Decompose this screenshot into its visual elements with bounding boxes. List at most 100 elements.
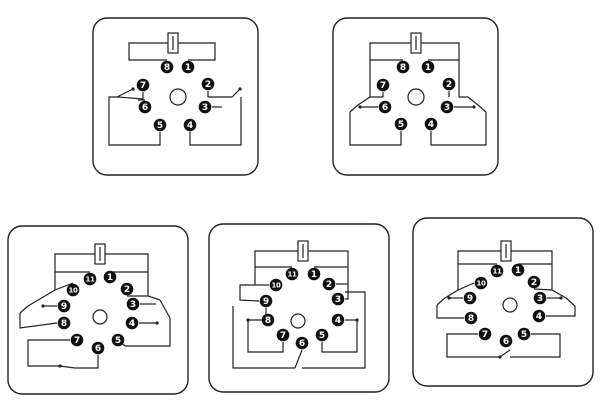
wire bbox=[436, 305, 464, 319]
pin-7-terminal bbox=[376, 78, 390, 92]
wire bbox=[457, 282, 475, 291]
pin-6-terminal bbox=[91, 341, 105, 355]
pin-1-terminal bbox=[307, 267, 321, 281]
pin-4-terminal bbox=[424, 117, 438, 131]
pin-10-label: 10 bbox=[69, 287, 78, 295]
terminal-dot bbox=[238, 87, 242, 91]
wire bbox=[54, 253, 95, 273]
wire bbox=[308, 250, 349, 268]
pin-2-label: 2 bbox=[446, 80, 452, 90]
wire bbox=[345, 267, 349, 300]
pin-2-label: 2 bbox=[205, 80, 211, 90]
pin-3-terminal bbox=[126, 297, 140, 311]
pin-7-label: 7 bbox=[380, 81, 386, 91]
wire bbox=[546, 306, 576, 317]
terminal-dot bbox=[41, 304, 45, 308]
pin-5-label: 5 bbox=[398, 120, 404, 130]
pin-5-terminal bbox=[111, 333, 125, 347]
pin-9-terminal bbox=[463, 291, 477, 305]
pin-11-terminal bbox=[490, 264, 504, 278]
pin-8-terminal bbox=[160, 60, 174, 74]
pin-2-terminal bbox=[201, 77, 215, 91]
pin-3-label: 3 bbox=[130, 300, 136, 310]
pin-1-label: 1 bbox=[515, 266, 521, 276]
socket-outline bbox=[92, 17, 259, 176]
pin-2-terminal bbox=[527, 275, 541, 289]
contact-arm bbox=[565, 297, 576, 307]
contact-arm bbox=[159, 299, 171, 319]
wire bbox=[457, 250, 501, 265]
pin-10-terminal bbox=[474, 276, 488, 290]
terminal-dot bbox=[472, 105, 476, 109]
pin-6-label: 6 bbox=[142, 103, 148, 113]
pin-2-label: 2 bbox=[124, 285, 130, 295]
wire bbox=[357, 92, 384, 106]
pin-5-terminal bbox=[315, 328, 329, 342]
pin-8-label: 8 bbox=[61, 319, 67, 329]
center-key-hole bbox=[290, 313, 306, 329]
wire bbox=[147, 272, 161, 301]
socket-outline bbox=[7, 225, 189, 395]
pin-8-label: 8 bbox=[468, 314, 474, 324]
pin-1-terminal bbox=[511, 263, 525, 277]
pin-5-label: 5 bbox=[521, 330, 527, 340]
pin-1-label: 1 bbox=[107, 273, 113, 283]
wire bbox=[247, 320, 284, 353]
pin-5-terminal bbox=[153, 118, 167, 132]
pin-5-terminal bbox=[517, 327, 531, 341]
wire bbox=[302, 291, 366, 369]
center-key-hole bbox=[169, 88, 187, 106]
pin-9-terminal bbox=[259, 294, 273, 308]
pin-3-label: 3 bbox=[537, 294, 543, 304]
pin-4-terminal bbox=[183, 118, 197, 132]
pin-4-label: 4 bbox=[428, 120, 434, 130]
contact-arm bbox=[294, 349, 303, 369]
pin-5-label: 5 bbox=[115, 336, 121, 346]
wire bbox=[444, 264, 459, 299]
pin-11-label: 11 bbox=[86, 276, 95, 284]
contact-arm bbox=[499, 349, 511, 358]
socket-outline bbox=[412, 217, 594, 387]
pin-7-terminal bbox=[136, 78, 150, 92]
pin-3-terminal bbox=[440, 100, 454, 114]
wire bbox=[551, 264, 567, 299]
pin-6-label: 6 bbox=[95, 344, 101, 354]
pin-10-label: 10 bbox=[272, 282, 281, 290]
pin-7-label: 7 bbox=[140, 81, 146, 91]
contact-arm bbox=[116, 88, 134, 98]
pin-7-label: 7 bbox=[482, 330, 488, 340]
pin-3-terminal bbox=[533, 291, 547, 305]
pin-3-label: 3 bbox=[444, 103, 450, 113]
wire bbox=[27, 339, 70, 367]
wire bbox=[458, 60, 479, 106]
center-key-hole bbox=[407, 88, 425, 106]
pin-3-label: 3 bbox=[335, 295, 341, 305]
pin-5-label: 5 bbox=[157, 121, 163, 131]
pin-1-terminal bbox=[421, 60, 435, 74]
wire bbox=[189, 97, 242, 146]
pin-4-terminal bbox=[125, 316, 139, 330]
pin-2-terminal bbox=[322, 277, 336, 291]
pin-4-label: 4 bbox=[536, 312, 542, 322]
wire bbox=[510, 333, 561, 358]
pin-8-label: 8 bbox=[164, 63, 170, 73]
pin-7-terminal bbox=[478, 327, 492, 341]
pin-5-terminal bbox=[394, 117, 408, 131]
terminal-dot bbox=[155, 321, 159, 325]
pin-8-terminal bbox=[464, 311, 478, 325]
wire bbox=[207, 88, 241, 98]
terminal-dot bbox=[358, 105, 362, 109]
pin-9-label: 9 bbox=[61, 302, 67, 312]
wire bbox=[178, 42, 216, 61]
socket-outline bbox=[332, 17, 499, 176]
pin-9-terminal bbox=[57, 299, 71, 313]
pin-8-label: 8 bbox=[400, 63, 406, 73]
pin-6-label: 6 bbox=[299, 339, 305, 349]
pin-11-terminal bbox=[285, 267, 299, 281]
pin-10-label: 10 bbox=[477, 280, 486, 288]
pin-7-label: 7 bbox=[280, 331, 286, 341]
wire bbox=[369, 42, 411, 61]
